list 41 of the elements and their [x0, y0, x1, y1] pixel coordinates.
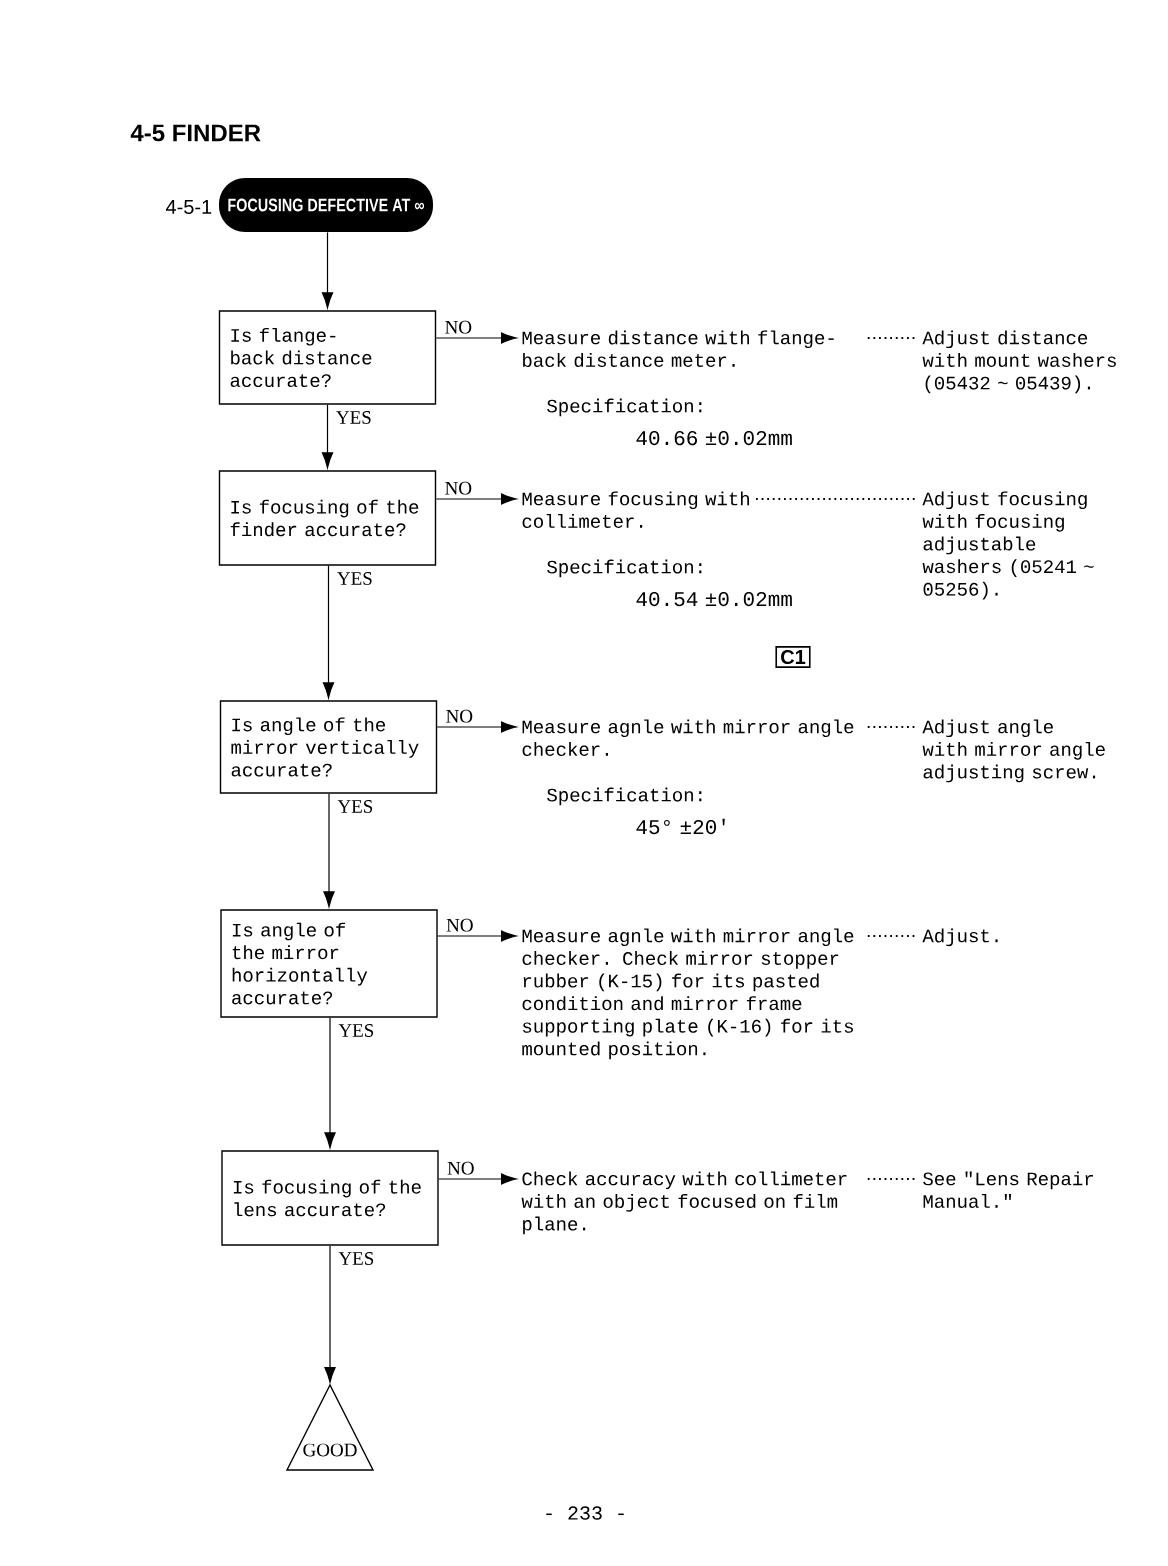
- action-text: Adjust.: [922, 928, 998, 947]
- decision-box: Is flange-back distance accurate?: [218, 310, 437, 405]
- arrow: [321, 231, 334, 309]
- procedure-text: Measure distance with flange-back distance meter. Specification: 40.66 ±0.02mm: [522, 330, 834, 446]
- arrow: [324, 1245, 336, 1383]
- procedure-text: Measure focusing with collimeter. Specification: 40.54 ±0.02mm: [522, 491, 792, 607]
- arrow: [437, 930, 517, 942]
- edge-label: NO: [447, 1161, 474, 1175]
- section-title: 4-5 FINDER: [130, 124, 261, 142]
- arrow: [436, 721, 517, 733]
- action-text: See "Lens Repair Manual.": [923, 1171, 1093, 1208]
- arrow: [435, 332, 517, 344]
- arrow: [324, 1017, 336, 1149]
- arrow: [438, 1173, 517, 1185]
- decision-box: Is focusing of the finder accurate?: [218, 470, 437, 566]
- arrow: [322, 565, 335, 699]
- arrow: [321, 404, 334, 469]
- start-terminal: FOCUSING DEFECTIVE AT ∞: [219, 178, 433, 232]
- action-text: Adjust angle with mirror angle adjusting screw.: [922, 719, 1105, 783]
- edge-label: YES: [337, 800, 373, 813]
- edge-label: YES: [336, 411, 371, 424]
- edge-label: NO: [445, 481, 472, 495]
- action-text: Adjust distance with mount washers (05432 ~ 05439).: [922, 330, 1116, 394]
- edge-label: YES: [338, 1252, 374, 1265]
- procedure-text: Check accuracy with collimeter with an object focused on film plane.: [521, 1171, 847, 1235]
- step-number: 4-5-1: [166, 200, 212, 214]
- arrow: [435, 493, 517, 505]
- decision-box: Is angle of the mirror vertically accurate?: [219, 700, 438, 794]
- edge-label: NO: [446, 918, 473, 932]
- reference-mark: C1: [775, 646, 811, 668]
- procedure-text: Measure agnle with mirror angle checker. Specification: 45° ±20': [522, 719, 854, 835]
- decision-box: Is angle of the mirror horizontally accurate?: [220, 909, 438, 1018]
- arrow: [323, 793, 335, 908]
- procedure-text: Measure agnle with mirror angle checker. Check mirror stopper rubber (K-15) for its pasted condition and mirror frame supporting plate (K-16) for its mounted position.: [522, 928, 854, 1060]
- action-text: Adjust focusing with focusing adjustable washers (05241 ~ 05256).: [922, 491, 1094, 600]
- edge-label: YES: [338, 1024, 374, 1037]
- edge-label: NO: [445, 320, 472, 334]
- edge-label: YES: [337, 572, 372, 585]
- decision-box: Is focusing of the lens accurate?: [221, 1150, 439, 1246]
- page-number: - 233 -: [546, 1506, 624, 1520]
- edge-label: NO: [446, 709, 473, 723]
